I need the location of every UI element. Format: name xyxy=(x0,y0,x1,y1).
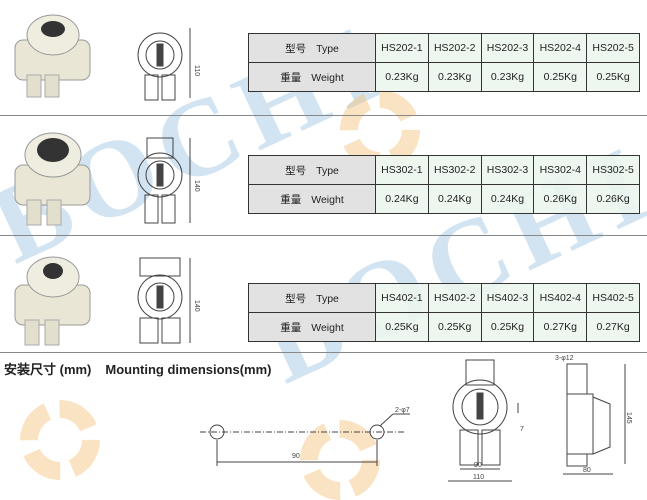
weight-label-cn: 重量 xyxy=(280,321,302,334)
model-cell: HS202-2 xyxy=(427,33,482,63)
mounting-title: 安装尺寸 (mm) Mounting dimensions(mm) xyxy=(4,359,286,378)
type-label-cn: 型号 xyxy=(285,164,307,177)
model-cell: HS302-5 xyxy=(586,155,640,185)
type-label-en: Type xyxy=(316,42,339,55)
drawing-hs402: 140 xyxy=(137,257,200,344)
weight-cell: 0.24Kg xyxy=(375,184,429,214)
model-cell: HS402-5 xyxy=(586,283,640,313)
offset-label: 7 xyxy=(520,426,524,433)
model-cell: HS402-2 xyxy=(427,283,482,313)
weight-label-en: Weight xyxy=(311,321,344,334)
weight-label-cn: 重量 xyxy=(280,193,302,206)
divider xyxy=(0,115,647,116)
weight-cell: 0.23Kg xyxy=(375,62,429,92)
weight-cell: 0.25Kg xyxy=(533,62,588,92)
model-cell: HS302-2 xyxy=(427,155,482,185)
dimension-label: 140 xyxy=(193,300,200,312)
dimension-label: 110 xyxy=(193,65,200,76)
side-height-label: 145 xyxy=(625,412,632,424)
weight-cell: 0.25Kg xyxy=(375,312,429,342)
product-photo-hs202 xyxy=(14,14,91,98)
model-cell: HS302-1 xyxy=(375,155,429,185)
hole-label: 2-φ7 xyxy=(395,407,410,414)
model-cell: HS402-4 xyxy=(533,283,588,313)
drawing-hs302: 140 xyxy=(137,137,200,224)
mounting-front-drawing: 90 110 7 xyxy=(448,359,524,482)
weight-cell: 0.26Kg xyxy=(533,184,588,214)
weight-label-en: Weight xyxy=(311,71,344,84)
hole-spacing-label: 90 xyxy=(292,453,300,460)
drawing-hs202: 110 xyxy=(137,28,200,101)
type-label-cell: 型号 Type xyxy=(248,33,376,63)
weight-cell: 0.27Kg xyxy=(533,312,588,342)
weight-cell: 0.26Kg xyxy=(586,184,640,214)
weight-label-cell: 重量 Weight xyxy=(248,312,376,342)
type-label-cell: 型号 Type xyxy=(248,155,376,185)
type-label-en: Type xyxy=(316,292,339,305)
weight-label-cn: 重量 xyxy=(280,71,302,84)
model-cell: HS302-4 xyxy=(533,155,588,185)
weight-label-cell: 重量 Weight xyxy=(248,62,376,92)
weight-cell: 0.23Kg xyxy=(480,62,535,92)
model-cell: HS402-3 xyxy=(480,283,535,313)
front-inner-label: 90 xyxy=(474,462,482,469)
type-label-cn: 型号 xyxy=(285,292,307,305)
weight-label-en: Weight xyxy=(311,193,344,206)
mounting-title-en: Mounting dimensions(mm) xyxy=(105,362,272,377)
model-cell: HS202-5 xyxy=(586,33,640,63)
type-label-cell: 型号 Type xyxy=(248,283,376,313)
product-photo-hs302 xyxy=(14,132,91,226)
mounting-hole-drawing: 2-φ7 90 xyxy=(200,407,410,466)
model-cell: HS302-3 xyxy=(480,155,535,185)
dimension-label: 140 xyxy=(193,180,200,192)
divider xyxy=(0,235,647,236)
weight-label-cell: 重量 Weight xyxy=(248,184,376,214)
weight-cell: 0.23Kg xyxy=(427,62,482,92)
mounting-side-drawing: 3-φ12 145 80 xyxy=(555,355,632,475)
model-cell: HS402-1 xyxy=(375,283,429,313)
watermark-gear xyxy=(20,400,100,480)
type-label-en: Type xyxy=(316,164,339,177)
weight-cell: 0.24Kg xyxy=(427,184,482,214)
weight-cell: 0.25Kg xyxy=(427,312,482,342)
weight-cell: 0.25Kg xyxy=(586,62,640,92)
divider xyxy=(0,352,647,353)
side-width-label: 80 xyxy=(583,467,591,474)
weight-cell: 0.25Kg xyxy=(480,312,535,342)
weight-cell: 0.27Kg xyxy=(586,312,640,342)
side-label: 3-φ12 xyxy=(555,355,574,362)
model-cell: HS202-1 xyxy=(375,33,429,63)
product-photo-hs402 xyxy=(14,256,91,346)
mounting-title-cn: 安装尺寸 (mm) xyxy=(4,362,92,377)
weight-cell: 0.24Kg xyxy=(480,184,535,214)
model-cell: HS202-3 xyxy=(480,33,535,63)
model-cell: HS202-4 xyxy=(533,33,588,63)
type-label-cn: 型号 xyxy=(285,42,307,55)
front-outer-label: 110 xyxy=(473,474,484,481)
